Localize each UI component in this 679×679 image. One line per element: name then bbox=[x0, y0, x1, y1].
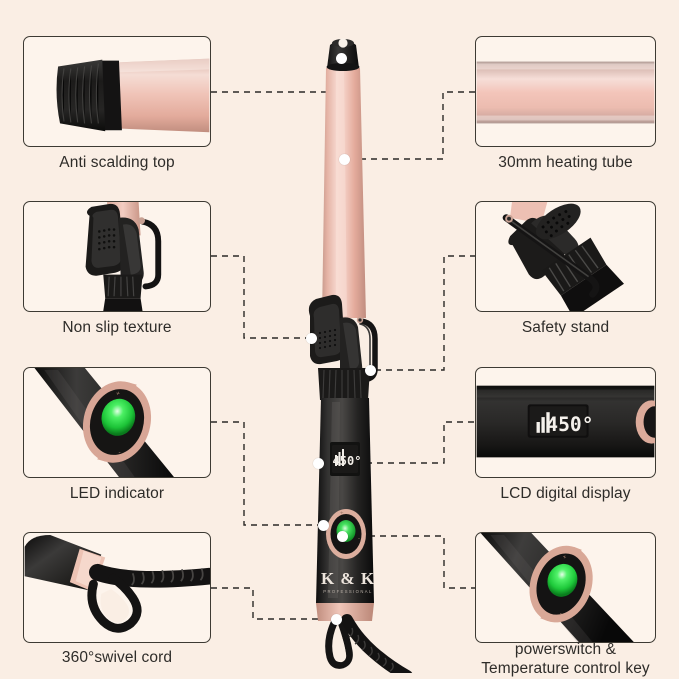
feature-image-led-indicator: + - bbox=[23, 367, 211, 478]
feature-label-lcd-display: LCD digital display bbox=[500, 485, 631, 502]
feature-image-powerswitch: + - bbox=[475, 532, 656, 643]
feature-image-anti-scalding-top bbox=[23, 36, 211, 147]
svg-text:+: + bbox=[561, 554, 567, 562]
callout-dot-led-indicator bbox=[318, 520, 329, 531]
feature-image-swivel-cord bbox=[23, 532, 211, 643]
feature-image-non-slip-texture bbox=[23, 201, 211, 312]
feature-label-heating-tube: 30mm heating tube bbox=[498, 154, 633, 171]
feature-label-safety-stand: Safety stand bbox=[521, 319, 610, 336]
feature-label-swivel-cord: 360°swivel cord bbox=[61, 649, 173, 666]
product-illustration: 450° + - K & K PROFESSIONAL bbox=[248, 18, 438, 673]
callout-dot-safety-stand bbox=[365, 365, 376, 376]
brand-subtext: PROFESSIONAL bbox=[323, 589, 372, 594]
svg-text:+: + bbox=[115, 390, 121, 398]
lcd-value-detail: 450° bbox=[546, 413, 593, 436]
feature-label-led-indicator: LED indicator bbox=[69, 485, 165, 502]
feature-image-heating-tube bbox=[475, 36, 656, 147]
callout-dot-anti-scalding-top bbox=[336, 53, 347, 64]
feature-image-lcd-display: 450° bbox=[475, 367, 656, 478]
callout-dot-powerswitch bbox=[337, 531, 348, 542]
feature-image-safety-stand bbox=[475, 201, 656, 312]
feature-label-anti-scalding-top: Anti scalding top bbox=[59, 154, 175, 171]
callout-dot-swivel-cord bbox=[331, 614, 342, 625]
svg-text:-: - bbox=[358, 536, 360, 542]
feature-label-powerswitch: powerswitch & Temperature control key bbox=[481, 641, 650, 677]
callout-dot-lcd-display bbox=[313, 458, 324, 469]
callout-dot-non-slip-texture bbox=[306, 333, 317, 344]
feature-label-non-slip-texture: Non slip texture bbox=[62, 319, 172, 336]
svg-text:+: + bbox=[340, 511, 344, 517]
svg-text:-: - bbox=[117, 449, 121, 456]
brand-mark: K & K bbox=[321, 569, 375, 588]
svg-text:-: - bbox=[559, 610, 563, 617]
lcd-value: 450° bbox=[333, 454, 362, 468]
callout-dot-heating-tube bbox=[339, 154, 350, 165]
